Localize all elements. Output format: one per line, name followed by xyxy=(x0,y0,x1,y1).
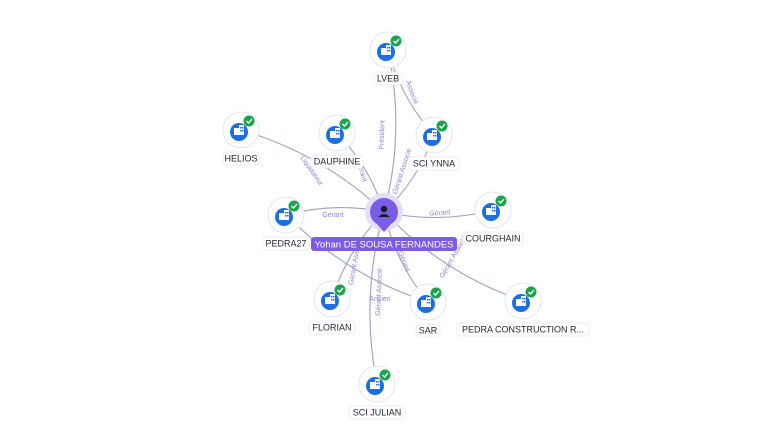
node-label: PEDRA CONSTRUCTION R... xyxy=(462,325,584,335)
center-label-bg xyxy=(311,237,457,251)
node-label-bg xyxy=(408,156,460,171)
building-icon xyxy=(370,379,380,389)
node-helios[interactable]: HELIOS xyxy=(222,111,260,166)
node-label: SAR xyxy=(419,326,438,336)
verified-check-icon xyxy=(436,120,448,132)
center-label: Yohan DE SOUSA FERNANDES xyxy=(314,240,453,251)
edge-label: Gérant xyxy=(322,212,343,219)
node-label-bg xyxy=(348,405,406,420)
person-icon xyxy=(378,205,390,217)
node-sar[interactable]: SAR xyxy=(409,283,447,338)
center-node[interactable]: Yohan DE SOUSA FERNANDES xyxy=(311,193,457,251)
verified-check-icon xyxy=(339,118,351,130)
edge-label: Président xyxy=(378,120,386,150)
verified-check-icon xyxy=(334,284,346,296)
node-label-bg xyxy=(456,322,590,337)
node-label-bg xyxy=(415,323,441,338)
node-label-bg xyxy=(310,154,364,169)
edge-label: Gérant xyxy=(429,209,451,217)
node-label: SCI JULIAN xyxy=(353,408,402,418)
building-icon xyxy=(421,297,431,307)
building-icon xyxy=(486,205,496,215)
edge-line xyxy=(383,211,524,302)
edge-label: Ancien xyxy=(369,296,391,303)
edge-line xyxy=(383,49,397,213)
node-sci-julian[interactable]: SCI JULIAN xyxy=(348,365,406,420)
edge-sci-julian: Gérant Associé xyxy=(369,211,385,385)
building-icon xyxy=(234,125,244,135)
building-icon xyxy=(516,296,526,306)
node-label: SCI YNNA xyxy=(413,159,455,169)
verified-check-icon xyxy=(288,200,300,212)
node-label-bg xyxy=(308,320,356,335)
node-lveb[interactable]: LVEB xyxy=(369,31,407,86)
building-icon xyxy=(381,45,391,55)
edge-line xyxy=(369,211,385,385)
node-label: COURGHAIN xyxy=(465,234,520,244)
node-label: PEDRA27 xyxy=(265,239,306,249)
verified-check-icon xyxy=(243,115,255,127)
edge-label: Gérant Associé xyxy=(375,268,384,316)
edge-label: Associé xyxy=(404,80,419,106)
verified-check-icon xyxy=(379,369,391,381)
node-label: LVEB xyxy=(377,74,399,84)
node-florian[interactable]: FLORIAN xyxy=(308,280,356,335)
node-pedra-construction[interactable]: PEDRA CONSTRUCTION R... xyxy=(456,282,590,337)
verified-check-icon xyxy=(525,286,537,298)
edge-label: Gérant Associé xyxy=(392,148,413,195)
node-courghain[interactable]: COURGHAIN xyxy=(462,191,524,246)
center-pin xyxy=(377,224,391,232)
node-pedra27[interactable]: PEDRA27 xyxy=(262,196,310,251)
building-icon xyxy=(325,294,335,304)
building-icon xyxy=(330,128,340,138)
verified-check-icon xyxy=(390,35,402,47)
edge-line xyxy=(285,214,429,303)
verified-check-icon xyxy=(495,195,507,207)
edge-label: Gérant xyxy=(396,250,411,273)
nodes-layer: LVEB HELIOS DAUPHINE SCI YNNA PEDRA27 COURGHA… xyxy=(222,31,590,420)
building-icon xyxy=(279,210,289,220)
verified-check-icon xyxy=(430,287,442,299)
node-label: HELIOS xyxy=(224,154,257,164)
node-label-bg xyxy=(262,236,310,251)
node-label: DAUPHINE xyxy=(314,157,361,167)
building-icon xyxy=(427,130,437,140)
node-label: FLORIAN xyxy=(312,323,351,333)
node-dauphine[interactable]: DAUPHINE xyxy=(310,114,364,169)
node-label-bg xyxy=(222,151,260,166)
node-label-bg xyxy=(373,71,403,86)
edge-lveb: Président xyxy=(378,49,397,213)
node-label-bg xyxy=(462,231,524,246)
node-sci-ynna[interactable]: SCI YNNA xyxy=(408,116,460,171)
edge-pedra27-to-sar: Ancien xyxy=(285,214,429,303)
